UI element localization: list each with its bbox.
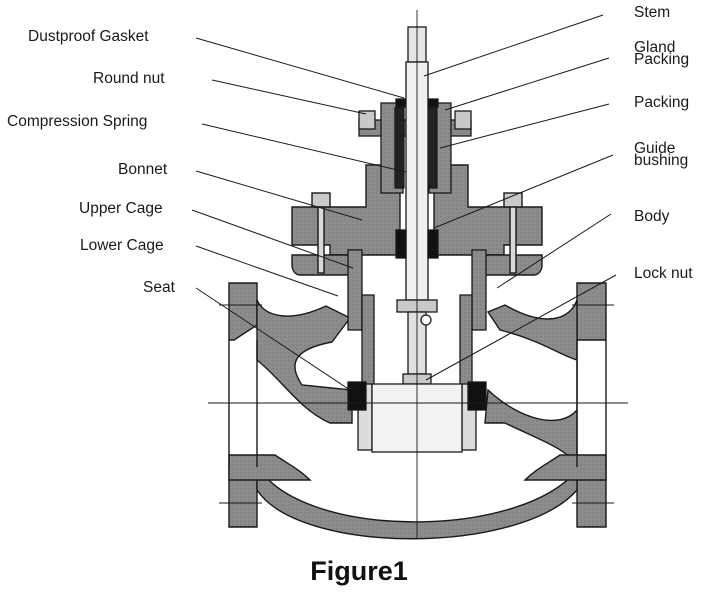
upper-cage-left — [347, 249, 363, 331]
leader-lines — [191, 14, 617, 391]
label-dustproof-gasket: Dustproof Gasket — [28, 28, 149, 45]
label-lock-nut: Lock nut — [634, 265, 693, 282]
leader-compression-spring — [201, 123, 407, 173]
label-packing-line: Packing — [634, 51, 690, 68]
cage-wall-left — [361, 294, 375, 386]
figure-caption: Figure1 — [310, 556, 408, 586]
round-nut-left — [358, 110, 376, 130]
bonnet-bolt-shank-right — [509, 206, 517, 274]
body-right-neck — [523, 454, 607, 481]
body-bottom-bowl — [256, 462, 578, 540]
label-bonnet: Bonnet — [118, 161, 168, 178]
seat-right — [467, 381, 487, 411]
label-body: Body — [634, 208, 670, 225]
body-right-wall — [484, 299, 578, 468]
body-left-neck — [228, 454, 312, 481]
bonnet-bolt-right — [503, 192, 523, 208]
body-left-wall — [256, 299, 353, 424]
packing-left — [394, 107, 405, 189]
body-right-flange — [576, 282, 607, 528]
packing-right — [427, 107, 438, 189]
label-seat: Seat — [143, 279, 175, 296]
label-packing: Packing — [634, 94, 690, 111]
leader-guide-bushing — [433, 154, 614, 229]
leader-packing — [439, 103, 610, 149]
leader-round-nut — [211, 79, 367, 115]
bonnet-bolt-left — [311, 192, 331, 208]
leader-seat — [195, 287, 351, 391]
label-guide-line: Guide — [634, 140, 676, 157]
stem-pin — [420, 314, 432, 326]
label-gland-line: Gland — [634, 39, 676, 56]
leader-bonnet — [195, 170, 363, 221]
guide-bushing-left — [395, 229, 407, 259]
label-upper-cage: Upper Cage — [79, 200, 163, 217]
leader-gland-packing — [444, 57, 610, 111]
label-compression-spring: Compression Spring — [7, 113, 148, 130]
label-lower-cage: Lower Cage — [80, 237, 164, 254]
seat-left — [347, 381, 367, 411]
leader-lower-cage — [195, 245, 339, 297]
valve-body — [228, 282, 607, 540]
label-bushing-line: bushing — [634, 152, 689, 169]
leader-stem — [423, 14, 604, 77]
guide-bushing-right — [427, 229, 439, 259]
bonnet-bolt-shank-left — [317, 206, 325, 274]
label-round-nut: Round nut — [93, 70, 165, 87]
leader-lock-nut — [425, 274, 617, 381]
center-lines — [208, 10, 628, 538]
label-guide-bushing: Guide bushing — [634, 140, 689, 169]
leader-dustproof-gasket — [195, 37, 405, 99]
label-stem: Stem — [634, 4, 671, 21]
upper-cage-right — [471, 249, 487, 331]
leader-upper-cage — [191, 209, 354, 269]
label-gland-packing: Gland Packing — [634, 39, 690, 68]
bonnet-assembly — [291, 164, 543, 276]
leader-body — [496, 213, 612, 289]
body-flow-outline — [228, 340, 607, 467]
cage-wall-right — [459, 294, 473, 386]
round-nut-right — [454, 110, 472, 130]
